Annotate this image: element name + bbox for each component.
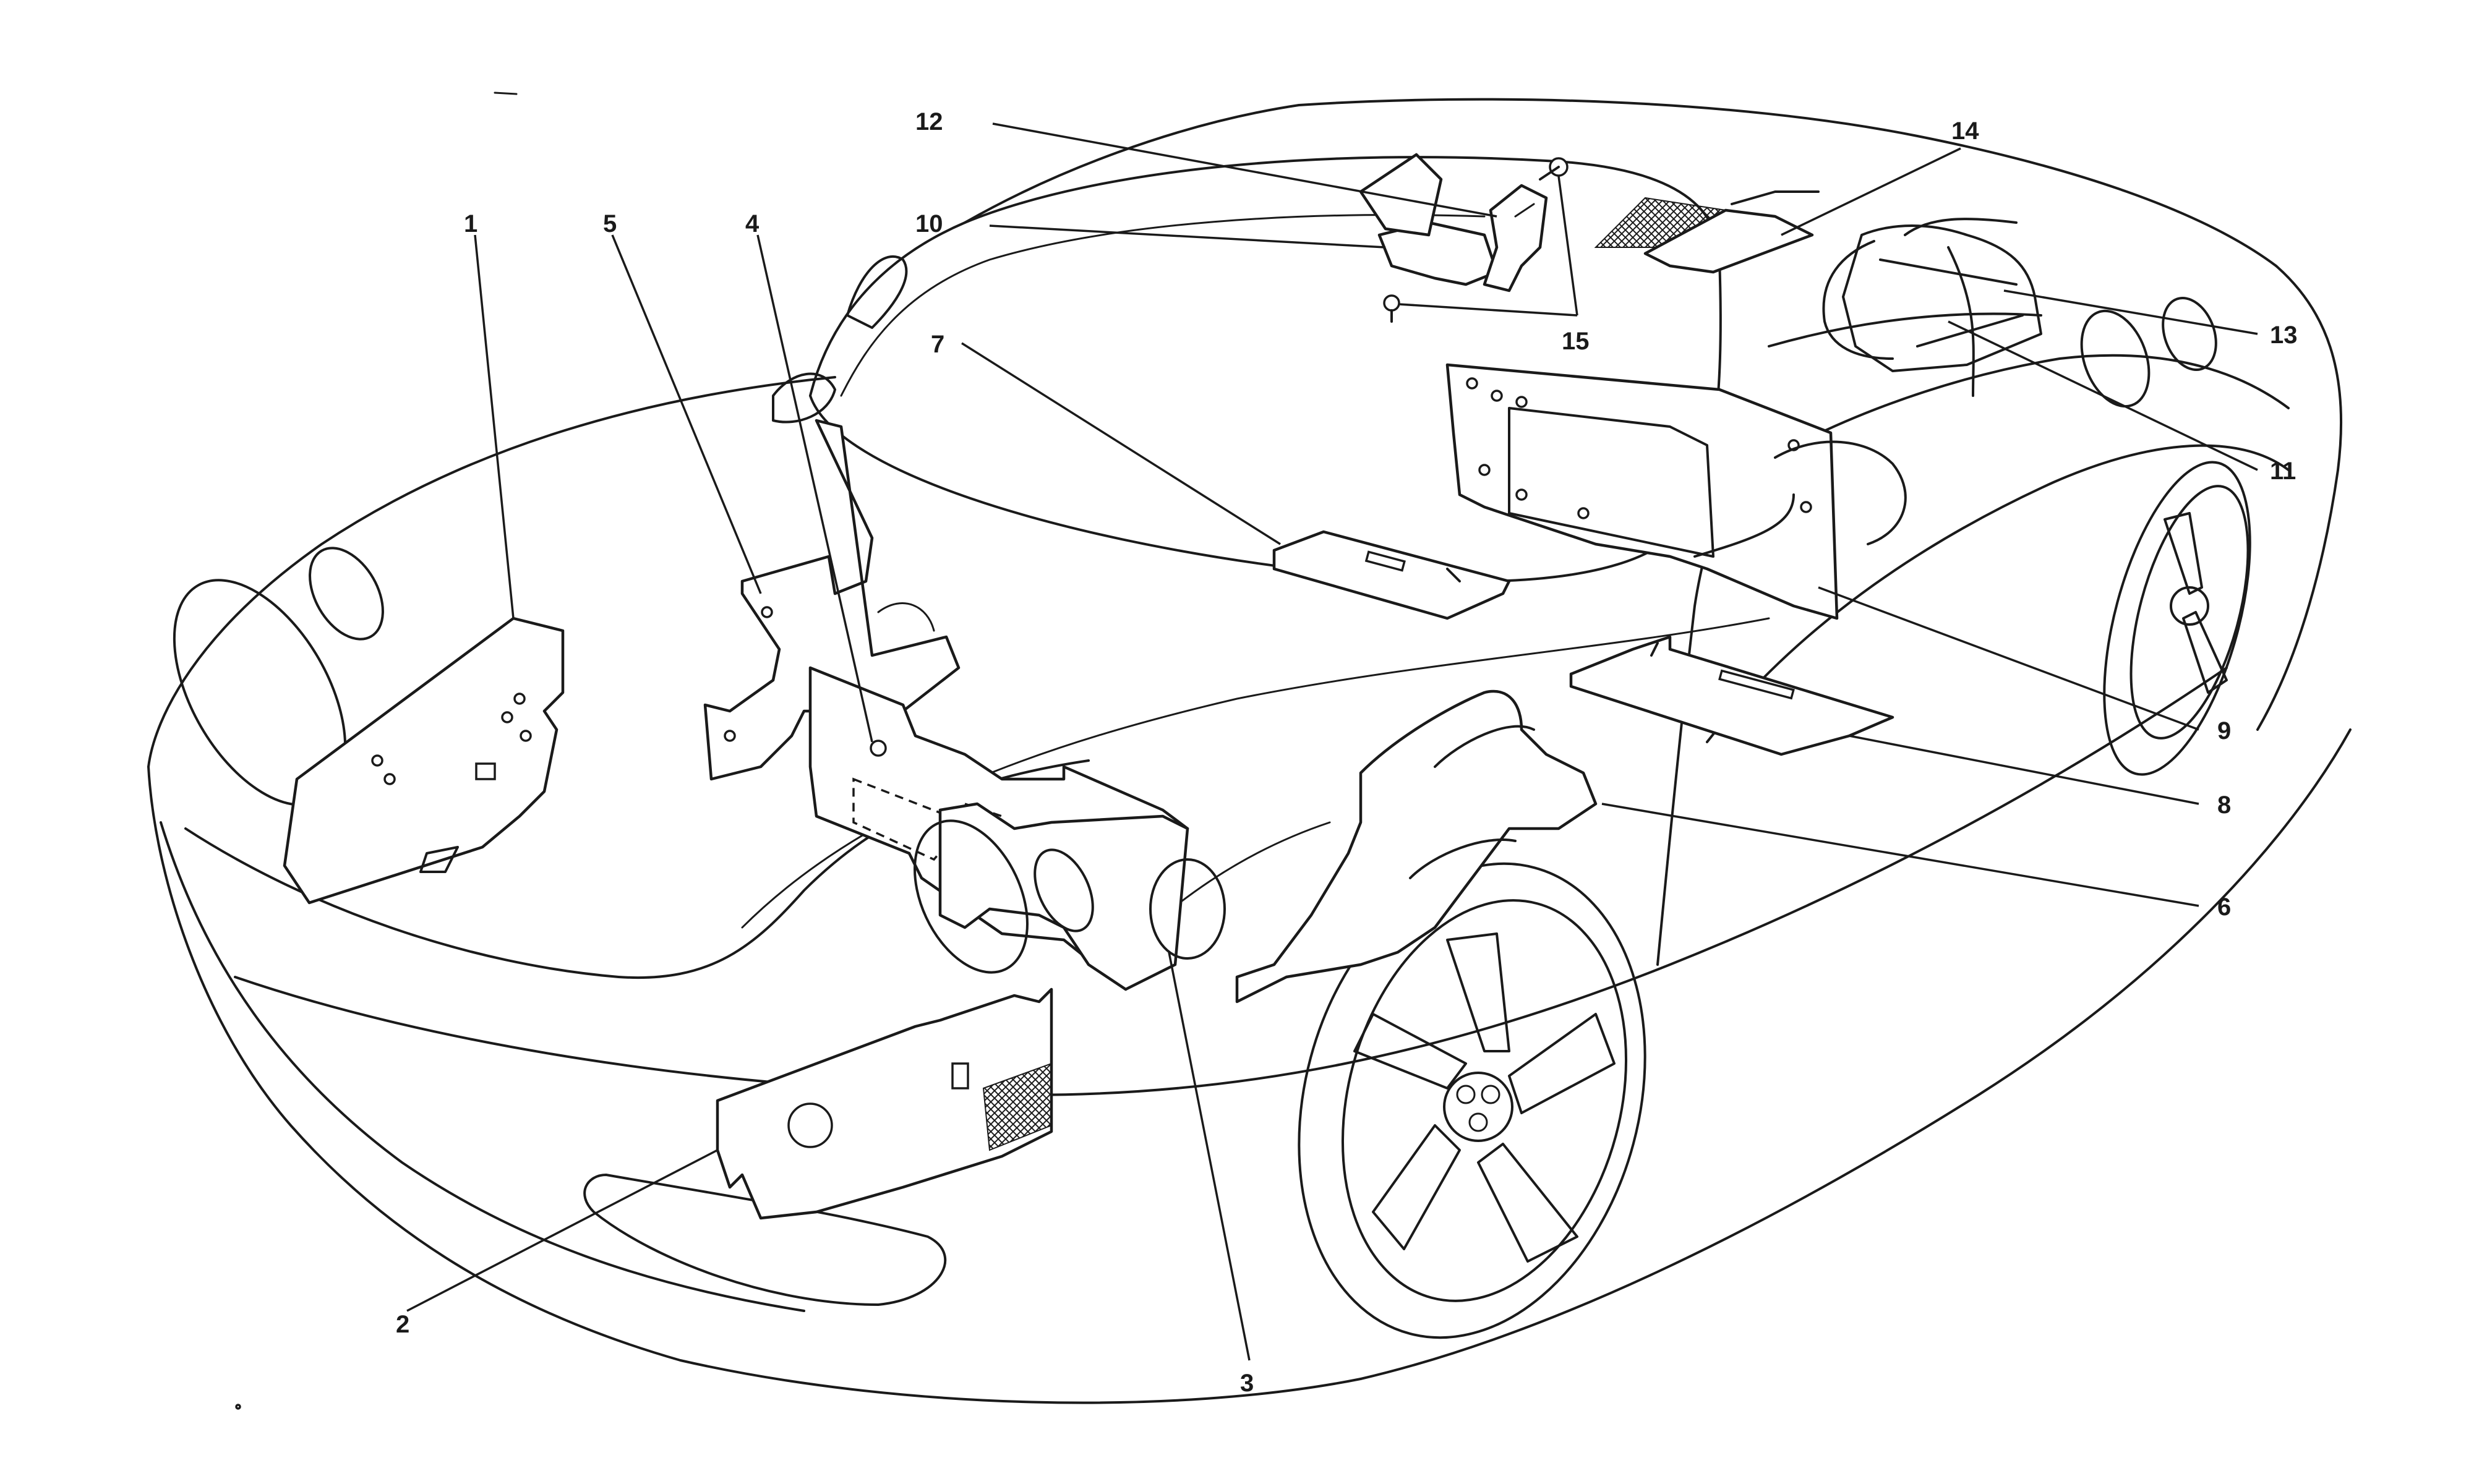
callout-3: 3 (1240, 1370, 1254, 1397)
callout-13: 13 (2270, 322, 2298, 349)
callout-4: 4 (745, 210, 760, 237)
panel-13 (1842, 224, 2042, 372)
callout-15: 15 (1562, 328, 1590, 355)
callout-2: 2 (396, 1311, 409, 1338)
callout-14: 14 (1951, 117, 1979, 145)
callout-9: 9 (2217, 717, 2231, 744)
panel-7 (1272, 530, 1511, 620)
panel-11 (1822, 218, 2018, 397)
panel-1 (283, 616, 565, 905)
panel-3 (914, 802, 1226, 991)
callout-11: 11 (2270, 458, 2296, 485)
panel-6 (1235, 689, 1598, 1004)
callout-labels: 1 2 3 4 5 6 7 8 9 10 11 12 13 14 15 (396, 108, 2298, 1397)
panel-8 (1569, 635, 1894, 756)
callout-7: 7 (931, 331, 944, 358)
callout-6: 6 (2217, 893, 2231, 921)
callout-12: 12 (915, 108, 943, 135)
front-wheel (1298, 862, 1646, 1339)
stray-dot (235, 1404, 241, 1410)
rear-wheel (2103, 461, 2251, 776)
fasteners-15 (1383, 157, 1569, 323)
panel-14 (1594, 190, 1820, 274)
stray-mark (494, 92, 518, 95)
panel-10 (1359, 153, 1499, 286)
callout-5: 5 (603, 210, 617, 237)
callout-10: 10 (915, 210, 943, 237)
panel-9 (1445, 363, 1839, 620)
callout-1: 1 (464, 210, 477, 237)
car-body-outline (147, 98, 2352, 1404)
callout-8: 8 (2217, 791, 2231, 819)
panel-2 (716, 987, 1053, 1220)
rear-wheelhouse (1693, 440, 1907, 558)
leader-lines (406, 122, 2258, 1361)
panel-12 (1483, 184, 1548, 292)
